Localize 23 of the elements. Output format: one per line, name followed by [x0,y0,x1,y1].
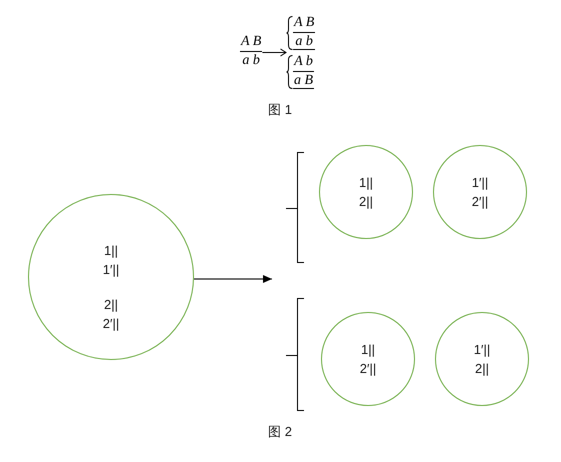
chromosome-label: 1|| 1′|| [102,242,120,279]
chromosome-label: 1′|| 2′|| [470,174,490,211]
chromosome-label: 2|| 2′|| [102,296,120,333]
fraction-numerator: A b [293,55,314,72]
chromosome-label: 1′|| 2|| [472,341,492,378]
cell [321,312,415,406]
fraction-numerator: A B [240,35,262,52]
figure-caption: 图 2 [268,424,292,440]
arrow [262,48,286,56]
figure-caption: 图 1 [268,102,292,118]
fraction-denominator: a b [293,33,316,50]
fraction-denominator: a b [241,52,261,68]
cell [435,312,529,406]
chromosome-label: 1|| 2|| [358,174,374,211]
fraction-numerator: A B [293,16,316,33]
bracket [286,297,305,412]
cell [433,145,527,239]
bracket [286,151,305,264]
cell [28,194,194,360]
arrow [194,275,272,283]
fraction-denominator: a B [293,72,314,89]
cell [319,145,413,239]
chromosome-label: 1|| 2′|| [358,341,378,378]
